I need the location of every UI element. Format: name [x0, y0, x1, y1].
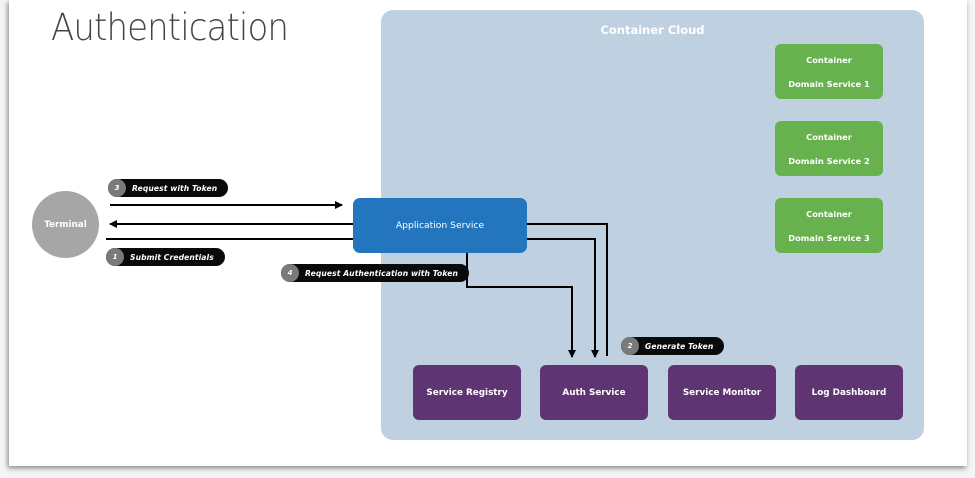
step-3-badge: 3: [108, 179, 126, 197]
domain-service-line2: Domain Service 1: [788, 78, 870, 89]
domain-service-line1: Container: [806, 131, 852, 142]
auth-service-node[interactable]: Auth Service: [540, 365, 648, 420]
terminal-node[interactable]: Terminal: [32, 191, 99, 258]
step-2-pill: 2 Generate Token: [621, 337, 725, 355]
log-dashboard-node[interactable]: Log Dashboard: [795, 365, 903, 420]
step-1-badge: 1: [106, 248, 124, 266]
step-1-pill: 1 Submit Credentials: [106, 248, 225, 266]
container-cloud-title: Container Cloud: [600, 23, 705, 37]
step-2-label: Generate Token: [645, 341, 714, 351]
application-service-label: Application Service: [395, 220, 485, 231]
auth-service-label: Auth Service: [562, 387, 626, 398]
step-4-pill: 4 Request Authentication with Token: [281, 264, 469, 282]
service-monitor-node[interactable]: Service Monitor: [668, 365, 776, 420]
service-registry-label: Service Registry: [426, 387, 508, 398]
domain-service-1-node[interactable]: Container Domain Service 1: [775, 44, 883, 99]
domain-service-2-node[interactable]: Container Domain Service 2: [775, 121, 883, 176]
service-registry-node[interactable]: Service Registry: [413, 365, 521, 420]
step-2-badge: 2: [621, 337, 639, 355]
domain-service-3-node[interactable]: Container Domain Service 3: [775, 198, 883, 253]
step-3-pill: 3 Request with Token: [108, 179, 229, 197]
service-monitor-label: Service Monitor: [682, 387, 762, 398]
terminal-label: Terminal: [44, 219, 87, 230]
log-dashboard-label: Log Dashboard: [811, 387, 887, 398]
domain-service-line1: Container: [806, 54, 852, 65]
step-1-label: Submit Credentials: [130, 252, 214, 262]
domain-service-line1: Container: [806, 208, 852, 219]
slide-title: Authentication: [51, 6, 289, 49]
step-3-label: Request with Token: [132, 183, 218, 193]
domain-service-line2: Domain Service 2: [788, 155, 870, 166]
step-4-badge: 4: [281, 264, 299, 282]
step-4-label: Request Authentication with Token: [305, 268, 458, 278]
application-service-node[interactable]: Application Service: [353, 198, 527, 253]
domain-service-line2: Domain Service 3: [788, 232, 870, 243]
